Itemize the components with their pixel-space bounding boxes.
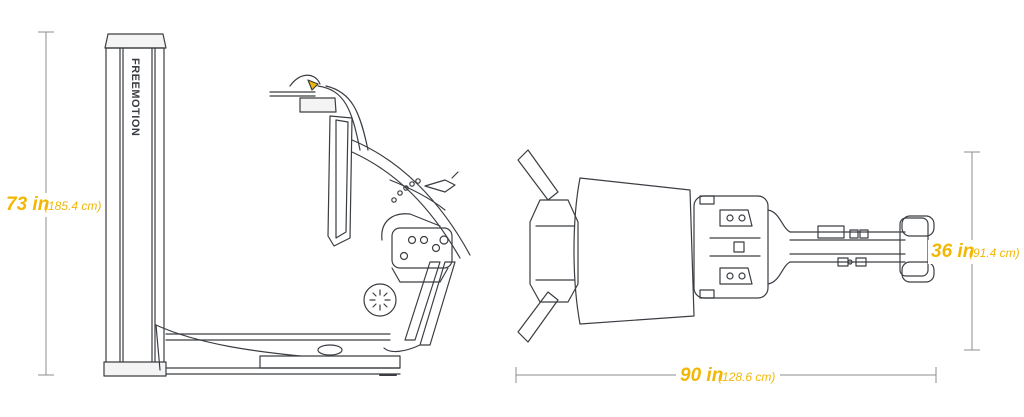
- height-main-label: 73 in: [6, 194, 49, 215]
- rotation-dial: [363, 283, 397, 317]
- lower-handle-arm: [517, 291, 559, 343]
- width-sub-label: (91.4 cm): [969, 246, 1020, 260]
- top-view-machine: [517, 149, 935, 343]
- width-dimension: 36 in (91.4 cm): [928, 151, 1022, 351]
- height-sub-label: (185.4 cm): [44, 199, 101, 213]
- pulley-head: [269, 74, 369, 151]
- length-sub-label: (128.6 cm): [718, 370, 775, 384]
- upper-handle-arm: [517, 149, 559, 201]
- height-dimension: 73 in (185.4 cm): [2, 31, 106, 376]
- back-pad: [327, 115, 353, 247]
- base-frame: [155, 324, 401, 376]
- length-main-label: 90 in: [680, 365, 723, 386]
- weight-stack-tower: FREEMOTION: [103, 33, 167, 377]
- brand-logo-text: FREEMOTION: [129, 58, 141, 136]
- arm-track: [351, 139, 471, 259]
- side-view-machine: FREEMOTION: [103, 33, 471, 377]
- seat-carriage: [381, 213, 456, 353]
- top-carriage: [693, 195, 791, 299]
- top-frame-beam: [789, 225, 906, 267]
- top-back-pad: [529, 199, 579, 303]
- length-dimension: 90 in (128.6 cm): [515, 362, 937, 388]
- width-main-label: 36 in: [931, 241, 974, 262]
- top-seat-pad: [573, 177, 695, 325]
